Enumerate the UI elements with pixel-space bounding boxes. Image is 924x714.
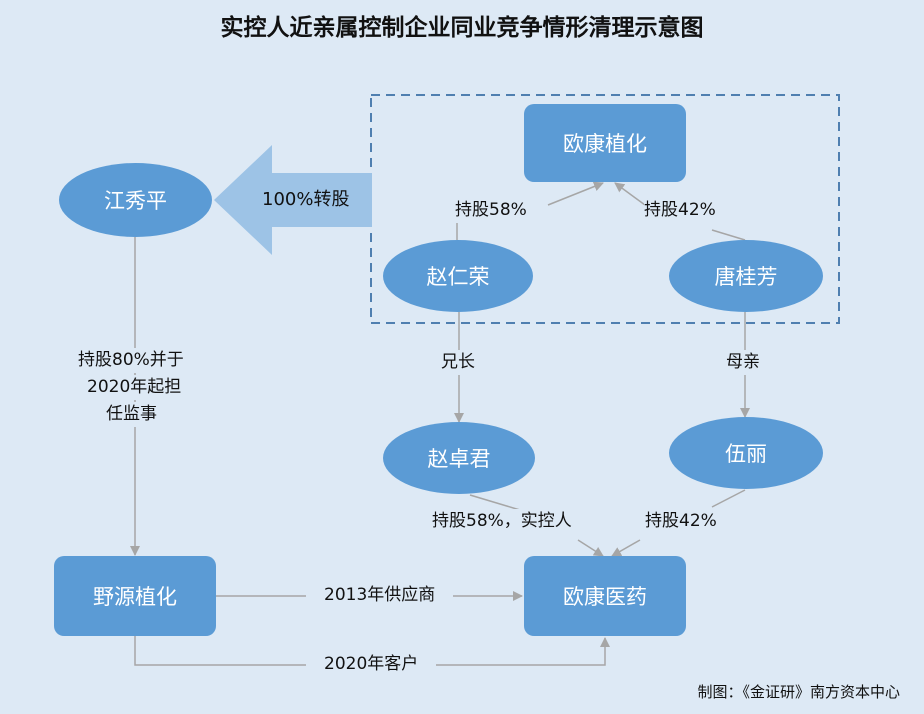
- label-tang-to-oukang-zhihua: 持股42%: [644, 198, 716, 223]
- node-tang-guifang: 唐桂芳: [669, 240, 823, 312]
- label-transfer: 100%转股: [262, 189, 350, 210]
- node-oukang-yiyao: 欧康医药: [524, 556, 686, 636]
- transfer-arrow: [214, 145, 372, 255]
- label-jiang-to-yeyuan-1: 持股80%并于: [78, 348, 184, 373]
- node-oukang-zhihua: 欧康植化: [524, 104, 686, 182]
- label-zhao-to-oukang-zhihua: 持股58%: [455, 198, 527, 223]
- label-zhuojun-to-yiyao: 持股58%，实控人: [432, 509, 572, 534]
- label-brother: 兄长: [441, 350, 475, 375]
- credit-text: 制图：《金证研》南方资本中心: [697, 683, 900, 701]
- page-title: 实控人近亲属控制企业同业竞争情形清理示意图: [220, 15, 704, 41]
- label-supplier: 2013年供应商: [306, 583, 454, 608]
- edge-wuli-to-yiyao: [711, 489, 746, 508]
- edge-zhuojun-to-yiyao: [469, 494, 521, 511]
- label-jiang-to-yeyuan-2: 2020年起担: [87, 375, 182, 400]
- node-jiang-xiuping: 江秀平: [59, 163, 212, 237]
- edge-tang-to-oukang-zhihua: [711, 229, 746, 241]
- label-wuli-to-yiyao: 持股42%: [645, 509, 717, 534]
- node-zhao-zhuojun: 赵卓君: [383, 422, 535, 494]
- node-yeyuan-zhihua: 野源植化: [54, 556, 216, 636]
- edge-zhuojun-to-yiyao-head: [577, 539, 604, 557]
- label-mother: 母亲: [726, 350, 760, 375]
- label-customer: 2020年客户: [306, 652, 437, 677]
- edge-tang-to-oukang-zhihua-head: [614, 182, 646, 206]
- label-jiang-to-yeyuan-3: 任监事: [106, 402, 157, 427]
- edge-zhao-to-oukang-zhihua-head: [547, 181, 604, 206]
- node-zhao-renrong: 赵仁荣: [383, 240, 533, 312]
- node-wu-li: 伍丽: [669, 417, 823, 489]
- edge-wuli-to-yiyao-head: [611, 539, 641, 557]
